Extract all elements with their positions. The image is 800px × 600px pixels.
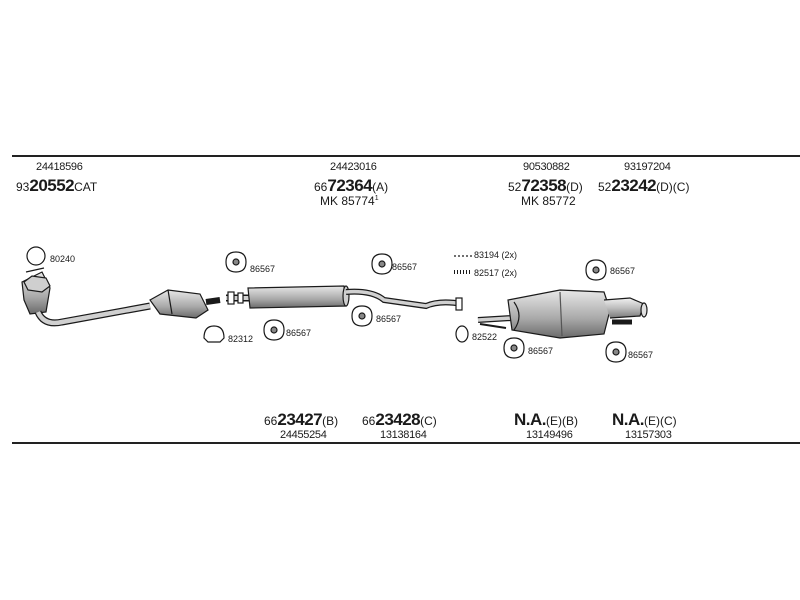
- part-number-93197204: 93197204: [624, 161, 671, 173]
- part-number-24455254: 24455254: [280, 429, 327, 441]
- bottom-code-23428: 6623428(C): [362, 410, 437, 429]
- callout-symbols: [23, 246, 627, 363]
- callout-86567-a: 86567: [250, 264, 275, 274]
- mounting-kit-85772: MK 85772: [521, 194, 576, 208]
- clamp-82312-icon: [203, 325, 225, 343]
- mounting-kit-85774: MK 857741: [320, 194, 379, 208]
- callout-82522: 82522: [472, 332, 497, 342]
- bottom-divider: [12, 442, 800, 444]
- callout-86567-e: 86567: [528, 346, 553, 356]
- bottom-code-na-eb: N.A.(E)(B): [514, 410, 578, 429]
- flange-icon: [23, 275, 51, 293]
- callout-86567-g: 86567: [628, 350, 653, 360]
- rear-silencer-assembly: [477, 289, 648, 339]
- rear-silencer-code: 5223242(D)(C): [598, 176, 690, 195]
- gasket-80240-icon: [26, 246, 46, 266]
- catalyst-assembly: [21, 267, 221, 327]
- callout-86567-f: 86567: [610, 266, 635, 276]
- callout-86567-b: 86567: [392, 262, 417, 272]
- callout-80240: 80240: [50, 254, 75, 264]
- ring-82522-icon: [455, 325, 469, 343]
- part-number-13149496: 13149496: [526, 429, 573, 441]
- callout-labels: 80240 86567 86567 86567 86567 82312 8319…: [50, 250, 653, 360]
- callout-82312: 82312: [228, 334, 253, 344]
- middle-silencer-code: 5272358(D): [508, 176, 583, 195]
- part-number-90530882: 90530882: [523, 161, 570, 173]
- part-number-13138164: 13138164: [380, 429, 427, 441]
- bottom-code-23427: 6623427(B): [264, 410, 339, 429]
- callout-82517: 82517 (2x): [474, 268, 517, 278]
- front-pipe-code: 6672364(A): [314, 176, 389, 195]
- callout-86567-d: 86567: [286, 328, 311, 338]
- part-number-24423016: 24423016: [330, 161, 377, 173]
- top-divider: [12, 155, 800, 157]
- bottom-code-na-ec: N.A.(E)(C): [612, 410, 677, 429]
- callout-83194: 83194 (2x): [474, 250, 517, 260]
- callout-86567-c: 86567: [376, 314, 401, 324]
- part-number-13157303: 13157303: [625, 429, 672, 441]
- part-number-24418596: 24418596: [36, 161, 83, 173]
- catalyst-code: 9320552CAT: [16, 176, 98, 195]
- front-pipe-assembly: [226, 285, 463, 311]
